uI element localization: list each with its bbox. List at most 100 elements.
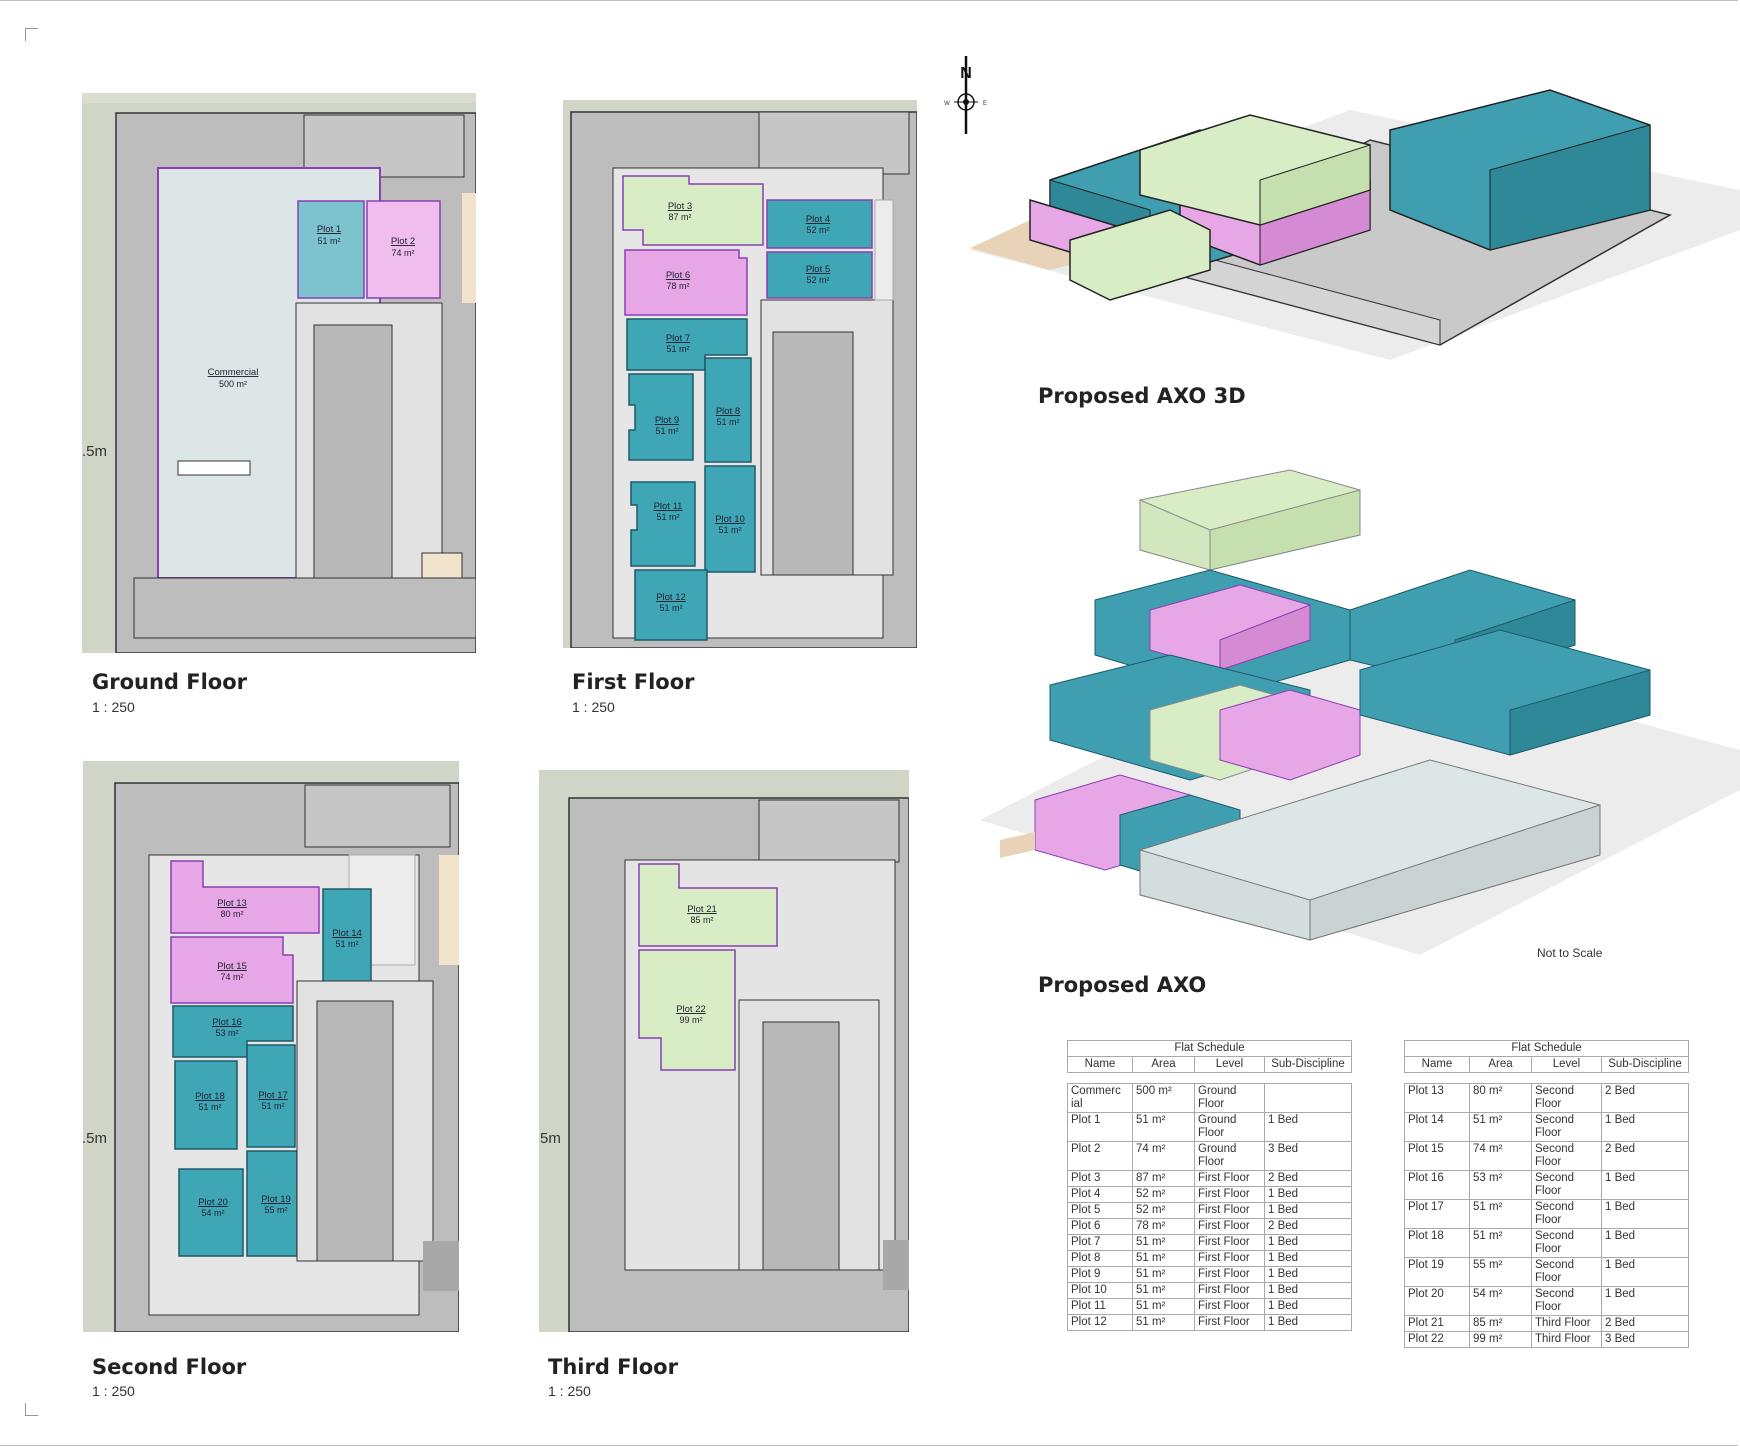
room-label-name: Plot 1 — [317, 224, 341, 235]
room-label-area: 85 m² — [690, 915, 713, 925]
table-cell: 1 Bed — [1601, 1112, 1689, 1142]
table-cell: Plot 16 — [1404, 1170, 1470, 1200]
schedule-header: Area — [1132, 1056, 1195, 1073]
table-cell: Plot 5 — [1067, 1202, 1133, 1219]
room-label-name: Plot 12 — [656, 592, 686, 603]
room-label-area: 51 m² — [317, 236, 340, 246]
second-floor-dimension: .5m — [82, 1130, 108, 1147]
table-cell: Plot 2 — [1067, 1141, 1133, 1171]
compass-north: N — [960, 65, 972, 82]
table-cell: 2 Bed — [1264, 1170, 1352, 1187]
second-floor-drawing: Plot 13 80 m² Plot 14 51 m² Plot 15 74 m… — [83, 761, 459, 1332]
crop-mark-top — [25, 28, 38, 41]
table-cell: Plot 11 — [1067, 1298, 1133, 1315]
third-floor-scale: 1 : 250 — [548, 1383, 591, 1399]
schedule-header: Sub-Discipline — [1601, 1056, 1689, 1073]
table-cell: 2 Bed — [1264, 1218, 1352, 1235]
room-label-area: 500 m² — [219, 379, 247, 389]
second-floor-plan[interactable]: Plot 13 80 m² Plot 14 51 m² Plot 15 74 m… — [83, 761, 459, 1332]
table-cell: 51 m² — [1469, 1112, 1532, 1142]
table-cell: 51 m² — [1132, 1234, 1195, 1251]
ground-floor-plan[interactable]: Commercial 500 m² Plot 1 51 m² Plot 2 74… — [82, 93, 476, 653]
table-cell: Commerc ial — [1067, 1083, 1133, 1113]
crop-mark-bottom — [25, 1403, 38, 1416]
table-cell: Plot 3 — [1067, 1170, 1133, 1187]
room-label-area: 74 m² — [220, 972, 243, 982]
not-to-scale-note: Not to Scale — [1537, 946, 1603, 960]
compass-east: E — [983, 101, 987, 107]
table-cell: 53 m² — [1469, 1170, 1532, 1200]
ground-floor-title: Ground Floor — [92, 670, 248, 694]
table-cell: 1 Bed — [1601, 1199, 1689, 1229]
room-label-name: Plot 20 — [198, 1197, 228, 1208]
table-cell: 3 Bed — [1264, 1141, 1352, 1171]
table-cell: Third Floor — [1531, 1331, 1602, 1348]
first-floor-drawing: Plot 3 87 m² Plot 4 52 m² Plot 5 52 m² P… — [563, 100, 917, 648]
table-cell: Second Floor — [1531, 1228, 1602, 1258]
schedule-header: Name — [1067, 1056, 1133, 1073]
axo-3d-view[interactable] — [970, 70, 1740, 370]
table-cell: 51 m² — [1469, 1228, 1532, 1258]
room-label-name: Plot 16 — [212, 1017, 242, 1028]
table-cell: 78 m² — [1132, 1218, 1195, 1235]
table-cell: First Floor — [1194, 1282, 1265, 1299]
first-floor-plan[interactable]: Plot 3 87 m² Plot 4 52 m² Plot 5 52 m² P… — [563, 100, 917, 648]
axo-exploded-view[interactable] — [910, 460, 1740, 960]
third-floor-plan[interactable]: Plot 21 85 m² Plot 22 99 m² — [539, 770, 909, 1332]
table-cell: 1 Bed — [1264, 1202, 1352, 1219]
room-label-area: 51 m² — [666, 344, 689, 354]
table-cell: Plot 15 — [1404, 1141, 1470, 1171]
room-label-name: Plot 10 — [715, 514, 745, 525]
table-cell: Plot 7 — [1067, 1234, 1133, 1251]
table-cell: 51 m² — [1132, 1112, 1195, 1142]
room-label-area: 99 m² — [679, 1015, 702, 1025]
room-label-name: Plot 17 — [258, 1090, 288, 1101]
first-floor-title: First Floor — [572, 670, 695, 694]
room-label-area: 51 m² — [656, 512, 679, 522]
room-label-name: Plot 7 — [666, 333, 690, 344]
table-cell: 87 m² — [1132, 1170, 1195, 1187]
table-cell: Plot 9 — [1067, 1266, 1133, 1283]
room-label-name: Commercial — [208, 367, 259, 378]
room-label-area: 51 m² — [655, 426, 678, 436]
table-cell: Second Floor — [1531, 1257, 1602, 1287]
room-label-name: Plot 5 — [806, 264, 830, 275]
table-cell: 51 m² — [1132, 1250, 1195, 1267]
room-label-name: Plot 15 — [217, 961, 247, 972]
axo-exploded-drawing — [980, 469, 1740, 955]
table-cell: Ground Floor — [1194, 1083, 1265, 1113]
room-label-area: 52 m² — [806, 225, 829, 235]
table-cell: 1 Bed — [1264, 1282, 1352, 1299]
table-cell: 51 m² — [1469, 1199, 1532, 1229]
table-cell: First Floor — [1194, 1266, 1265, 1283]
room-label-area: 80 m² — [220, 909, 243, 919]
table-cell: Second Floor — [1531, 1112, 1602, 1142]
room-label-name: Plot 4 — [806, 214, 830, 225]
room-label-area: 74 m² — [391, 248, 414, 258]
room-label-name: Plot 13 — [217, 898, 247, 909]
room-label-area: 55 m² — [264, 1205, 287, 1215]
room-label-area: 51 m² — [198, 1102, 221, 1112]
flat-schedule-table-2: Flat Schedule Name Area Level Sub-Discip… — [1404, 1040, 1689, 1348]
schedule-header: Area — [1469, 1056, 1532, 1073]
table-cell: 51 m² — [1132, 1314, 1195, 1331]
schedule-header: Name — [1404, 1056, 1470, 1073]
table-cell: 1 Bed — [1264, 1186, 1352, 1203]
table-cell: Ground Floor — [1194, 1112, 1265, 1142]
third-floor-dimension: 5m — [540, 1130, 561, 1147]
room-label-name: Plot 22 — [676, 1004, 706, 1015]
